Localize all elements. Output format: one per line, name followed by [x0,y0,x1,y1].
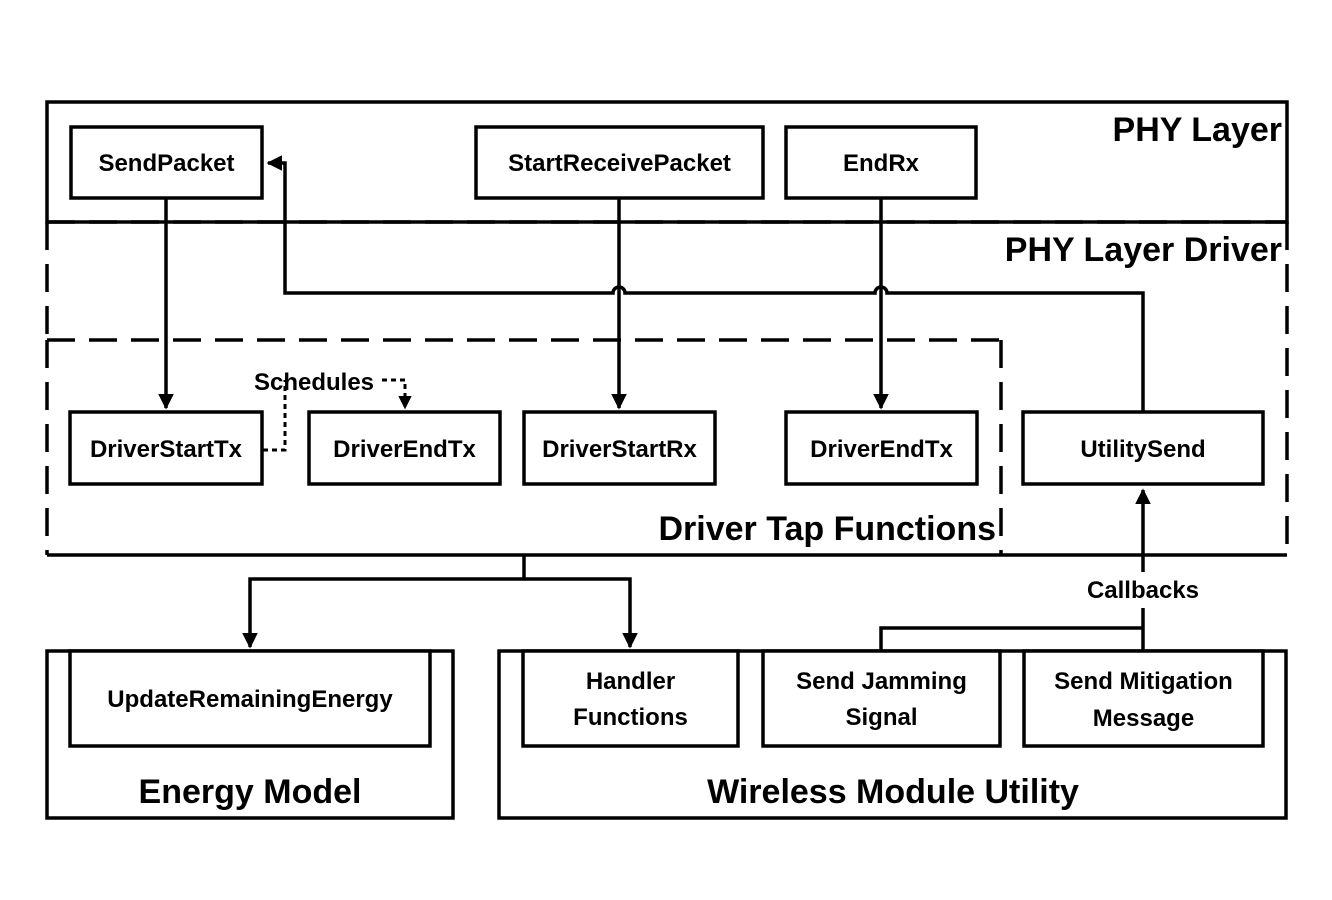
arrow-driver-to-handler-functions [524,577,638,649]
schedules-label: Schedules [254,369,374,396]
driver-tap-functions-title: Driver Tap Functions [658,510,996,548]
send-jamming-signal-label-line1: Send Jamming [796,668,967,695]
arrow-driver-to-updateremainingenergy [242,555,526,649]
schedules-connector-left [263,380,287,452]
driver-end-tx-box-1: DriverEndTx [307,410,502,486]
utility-send-label: UtilitySend [1080,436,1205,463]
send-mitigation-message-box: Send Mitigation Message [1022,649,1265,748]
send-packet-label: SendPacket [98,150,234,177]
wireless-module-utility-container: Wireless Module Utility [497,649,1288,820]
arrow-utilitysend-to-sendpacket [266,155,1145,412]
driver-start-rx-label: DriverStartRx [542,436,697,463]
driver-start-tx-box: DriverStartTx [68,410,264,486]
schedules-connector-right [382,378,412,410]
send-jamming-signal-box: Send Jamming Signal [761,649,1002,748]
driver-start-rx-box: DriverStartRx [522,410,717,486]
wireless-module-utility-title: Wireless Module Utility [707,773,1079,811]
handler-functions-box: Handler Functions [521,649,740,748]
callbacks-label: Callbacks [1087,577,1199,604]
driver-end-tx-label-2: DriverEndTx [810,436,953,463]
driver-tap-functions-container: Driver Tap Functions [45,338,1003,555]
driver-start-tx-label: DriverStartTx [90,436,243,463]
handler-functions-label-line1: Handler [586,668,675,695]
send-jamming-signal-label-line2: Signal [845,704,917,731]
energy-model-title: Energy Model [139,773,362,811]
callback-connector-jamming [879,626,1143,653]
driver-end-tx-label-1: DriverEndTx [333,436,476,463]
send-mitigation-message-label-line2: Message [1093,705,1194,732]
handler-functions-label-line2: Functions [573,704,688,731]
start-receive-packet-label: StartReceivePacket [508,150,731,177]
update-remaining-energy-label: UpdateRemainingEnergy [107,686,393,713]
driver-end-tx-box-2: DriverEndTx [784,410,979,486]
phy-layer-container: PHY Layer [45,100,1289,224]
phy-layer-driver-container: PHY Layer Driver [45,220,1289,557]
update-remaining-energy-box: UpdateRemainingEnergy [68,649,432,748]
send-mitigation-message-label-line1: Send Mitigation [1054,668,1233,695]
connectors [158,155,1151,653]
utility-send-box: UtilitySend [1021,410,1265,486]
phy-layer-title: PHY Layer [1113,111,1282,149]
end-rx-label: EndRx [843,150,920,177]
end-rx-box: EndRx [784,125,978,200]
send-packet-box: SendPacket [69,125,264,200]
phy-layer-driver-title: PHY Layer Driver [1005,231,1282,269]
start-receive-packet-box: StartReceivePacket [474,125,765,200]
